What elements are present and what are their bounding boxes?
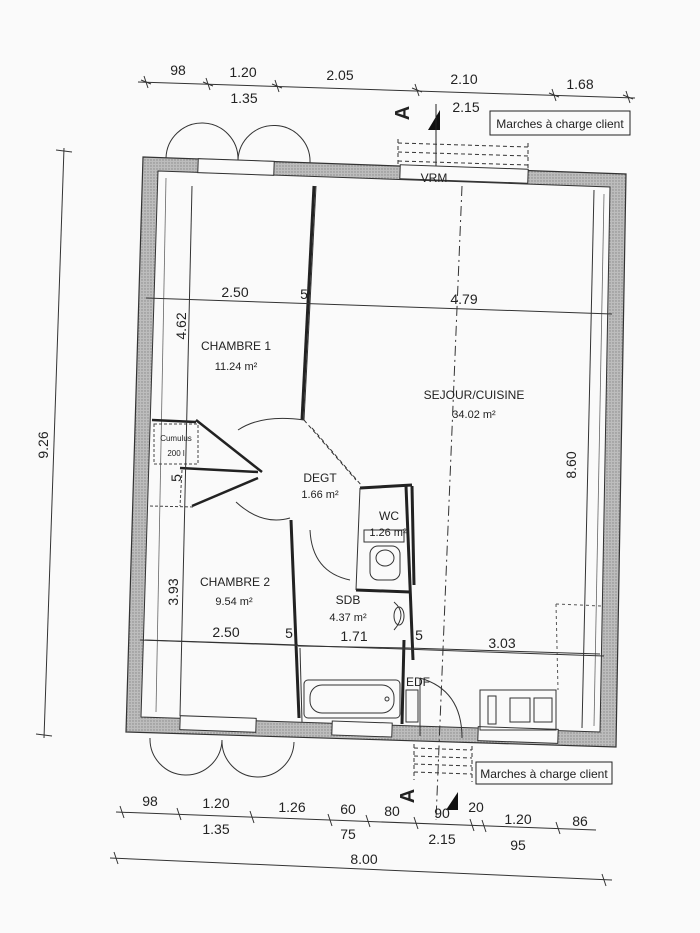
top-windows bbox=[197, 158, 529, 184]
dim-overall-height: 9.26 bbox=[35, 431, 51, 458]
interior-walls bbox=[289, 185, 416, 725]
dim-partition-2: 5 bbox=[285, 625, 293, 641]
bottom-dimension-chain bbox=[109, 805, 613, 887]
marches-bottom-label: Marches à charge client bbox=[480, 767, 608, 781]
room-sdb-name: SDB bbox=[336, 593, 361, 607]
cumulus-closet bbox=[149, 423, 199, 508]
sdb-sink-icon bbox=[393, 601, 405, 631]
top-door-swings bbox=[165, 122, 311, 164]
dim-top-1-20: 1.20 bbox=[229, 64, 256, 80]
marches-top-label: Marches à charge client bbox=[496, 117, 624, 131]
section-mark-top: A bbox=[392, 106, 414, 120]
dim-top-2-15: 2.15 bbox=[452, 99, 479, 115]
entry-door bbox=[405, 677, 463, 739]
dim-bottom-80: 80 bbox=[384, 803, 400, 819]
bottom-windows bbox=[179, 715, 559, 744]
dim-top-98: 98 bbox=[170, 62, 186, 78]
dim-top-1-35: 1.35 bbox=[230, 90, 257, 106]
dim-bottom-1-26: 1.26 bbox=[278, 799, 305, 815]
outer-walls bbox=[125, 156, 627, 748]
bathtub-icon bbox=[303, 679, 401, 719]
bottom-door-swings bbox=[149, 737, 295, 778]
dim-top-2-10: 2.10 bbox=[450, 71, 477, 87]
room-sejour-area: 34.02 m² bbox=[452, 409, 496, 421]
dim-chambre2-width: 2.50 bbox=[212, 624, 239, 640]
dim-bottom-2-15: 2.15 bbox=[428, 831, 455, 847]
dim-sejour-width: 4.79 bbox=[450, 291, 477, 307]
dim-sejour-depth: 8.60 bbox=[563, 451, 579, 478]
dim-top-1-68: 1.68 bbox=[566, 76, 593, 92]
left-dimension bbox=[35, 147, 73, 739]
dim-bottom-90: 90 bbox=[434, 805, 450, 821]
dim-bottom-95: 95 bbox=[510, 837, 526, 853]
kitchen-counter bbox=[555, 603, 603, 691]
room-sdb-area: 4.37 m² bbox=[329, 612, 367, 624]
section-axis-line bbox=[435, 185, 463, 821]
dim-partition-left: 5 bbox=[168, 474, 184, 482]
section-mark-bottom: A bbox=[397, 789, 419, 803]
interior-dimension-lines bbox=[139, 185, 613, 729]
room-degt-name: DEGT bbox=[303, 471, 337, 485]
kitchen-sink-icon bbox=[479, 689, 557, 731]
room-sejour-name: SEJOUR/CUISINE bbox=[424, 388, 525, 402]
marches-top-box bbox=[489, 110, 631, 136]
dim-bottom-60: 60 bbox=[340, 801, 356, 817]
dim-chambre2-depth: 3.93 bbox=[165, 578, 181, 605]
room-wc-area: 1.26 m² bbox=[369, 527, 407, 539]
room-wc-name: WC bbox=[379, 509, 399, 523]
cumulus-label: Cumulus bbox=[160, 434, 192, 443]
dim-bottom-98: 98 bbox=[142, 793, 158, 809]
dim-bottom-86: 86 bbox=[572, 813, 588, 829]
dim-chambre1-depth: 4.62 bbox=[173, 312, 189, 339]
dim-sdb-width: 1.71 bbox=[340, 628, 367, 644]
edf-label: EDF bbox=[406, 675, 430, 689]
room-chambre1-name: CHAMBRE 1 bbox=[201, 339, 271, 353]
room-degt-area: 1.66 m² bbox=[301, 489, 339, 501]
section-arrow-bottom-icon bbox=[446, 792, 458, 810]
bedroom-separation bbox=[151, 418, 263, 508]
dim-chambre1-width: 2.50 bbox=[221, 284, 248, 300]
room-chambre2-area: 9.54 m² bbox=[215, 596, 253, 608]
dim-kitchen-width: 3.03 bbox=[488, 635, 515, 651]
dim-overall-width: 8.00 bbox=[350, 851, 377, 867]
section-arrow-top-icon bbox=[428, 110, 440, 130]
marches-bottom-box bbox=[475, 761, 613, 785]
dim-partition-1: 5 bbox=[300, 286, 308, 302]
room-chambre1-area: 11.24 m² bbox=[215, 361, 258, 373]
dim-bottom-1-20b: 1.20 bbox=[504, 811, 531, 827]
dim-partition-3: 5 bbox=[415, 627, 423, 643]
dim-bottom-20: 20 bbox=[468, 799, 484, 815]
dim-bottom-1-20: 1.20 bbox=[202, 795, 229, 811]
dim-top-2-05: 2.05 bbox=[326, 67, 353, 83]
cumulus-capacity: 200 l bbox=[167, 449, 185, 458]
hall-door-swings bbox=[235, 417, 363, 581]
room-chambre2-name: CHAMBRE 2 bbox=[200, 575, 270, 589]
top-dimension-chain bbox=[137, 75, 636, 104]
dim-bottom-75: 75 bbox=[340, 826, 356, 842]
bottom-steps bbox=[413, 744, 473, 782]
vrm-label: VRM bbox=[421, 171, 448, 185]
wc-fixture-icon bbox=[363, 529, 405, 581]
dim-bottom-1-35: 1.35 bbox=[202, 821, 229, 837]
